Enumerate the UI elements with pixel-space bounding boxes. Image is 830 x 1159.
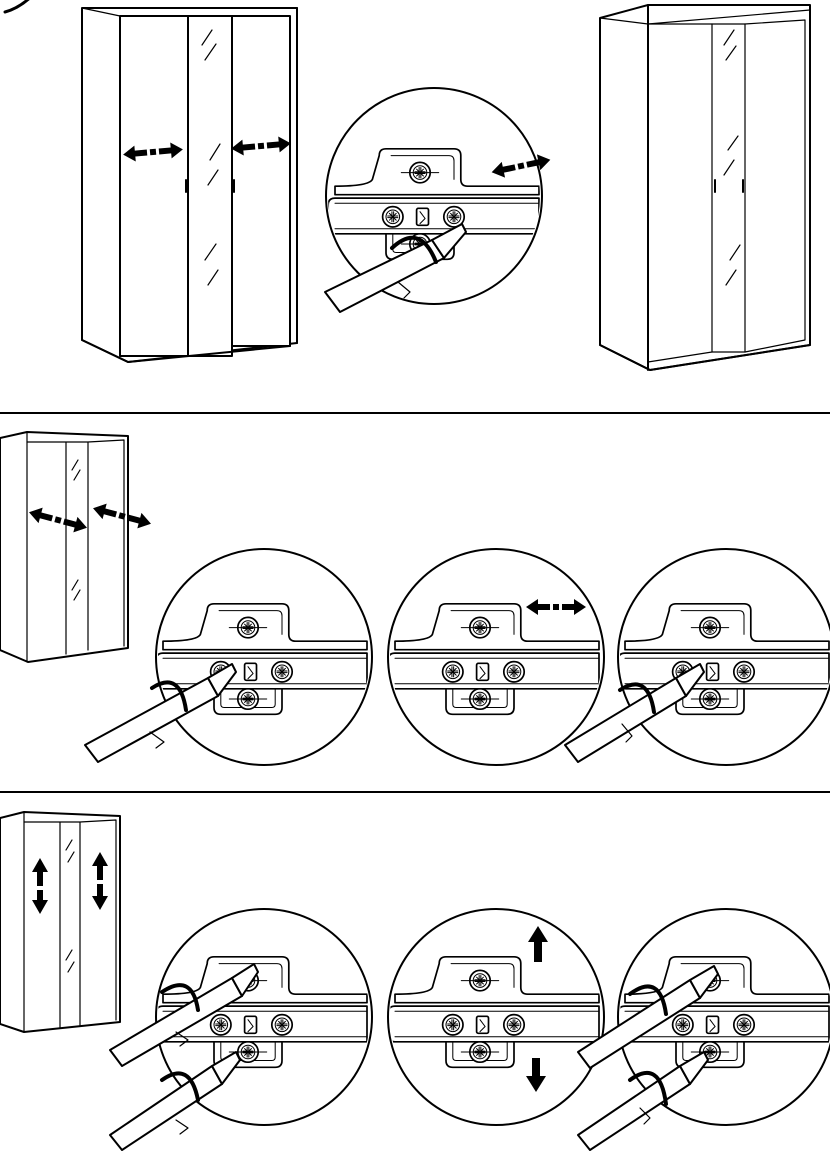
- rotation-arrow-icon: [628, 984, 668, 1125]
- section-2: [0, 431, 830, 766]
- rotation-arrow-icon: [618, 682, 656, 743]
- rotation-arrow-icon: [160, 983, 200, 1135]
- down-arrow-icon: [526, 1058, 546, 1092]
- hinge-detail: [577, 908, 830, 1151]
- wardrobe-icon: [0, 811, 121, 1033]
- step-number-badge: [3, 0, 30, 14]
- up-down-arrow-icon: [32, 852, 108, 914]
- hinge-detail: [109, 908, 373, 1151]
- rotation-arrow-icon: [149, 680, 188, 749]
- screwdriver-icon: [324, 223, 467, 313]
- hinge-detail: [387, 908, 605, 1126]
- rotation-arrow-icon: [390, 235, 438, 299]
- section-1: [81, 4, 811, 371]
- hinge-detail: [564, 548, 830, 766]
- section-3: [0, 811, 830, 1151]
- wardrobe-after-icon: [599, 4, 811, 371]
- up-arrow-icon: [528, 926, 548, 962]
- hinge-detail: [387, 548, 605, 766]
- screwdriver-icon: [564, 663, 705, 763]
- wardrobe-icon: [0, 431, 129, 663]
- hinge-detail: [324, 87, 553, 313]
- hinge-detail: [84, 548, 373, 766]
- wardrobe-before-icon: [81, 7, 298, 363]
